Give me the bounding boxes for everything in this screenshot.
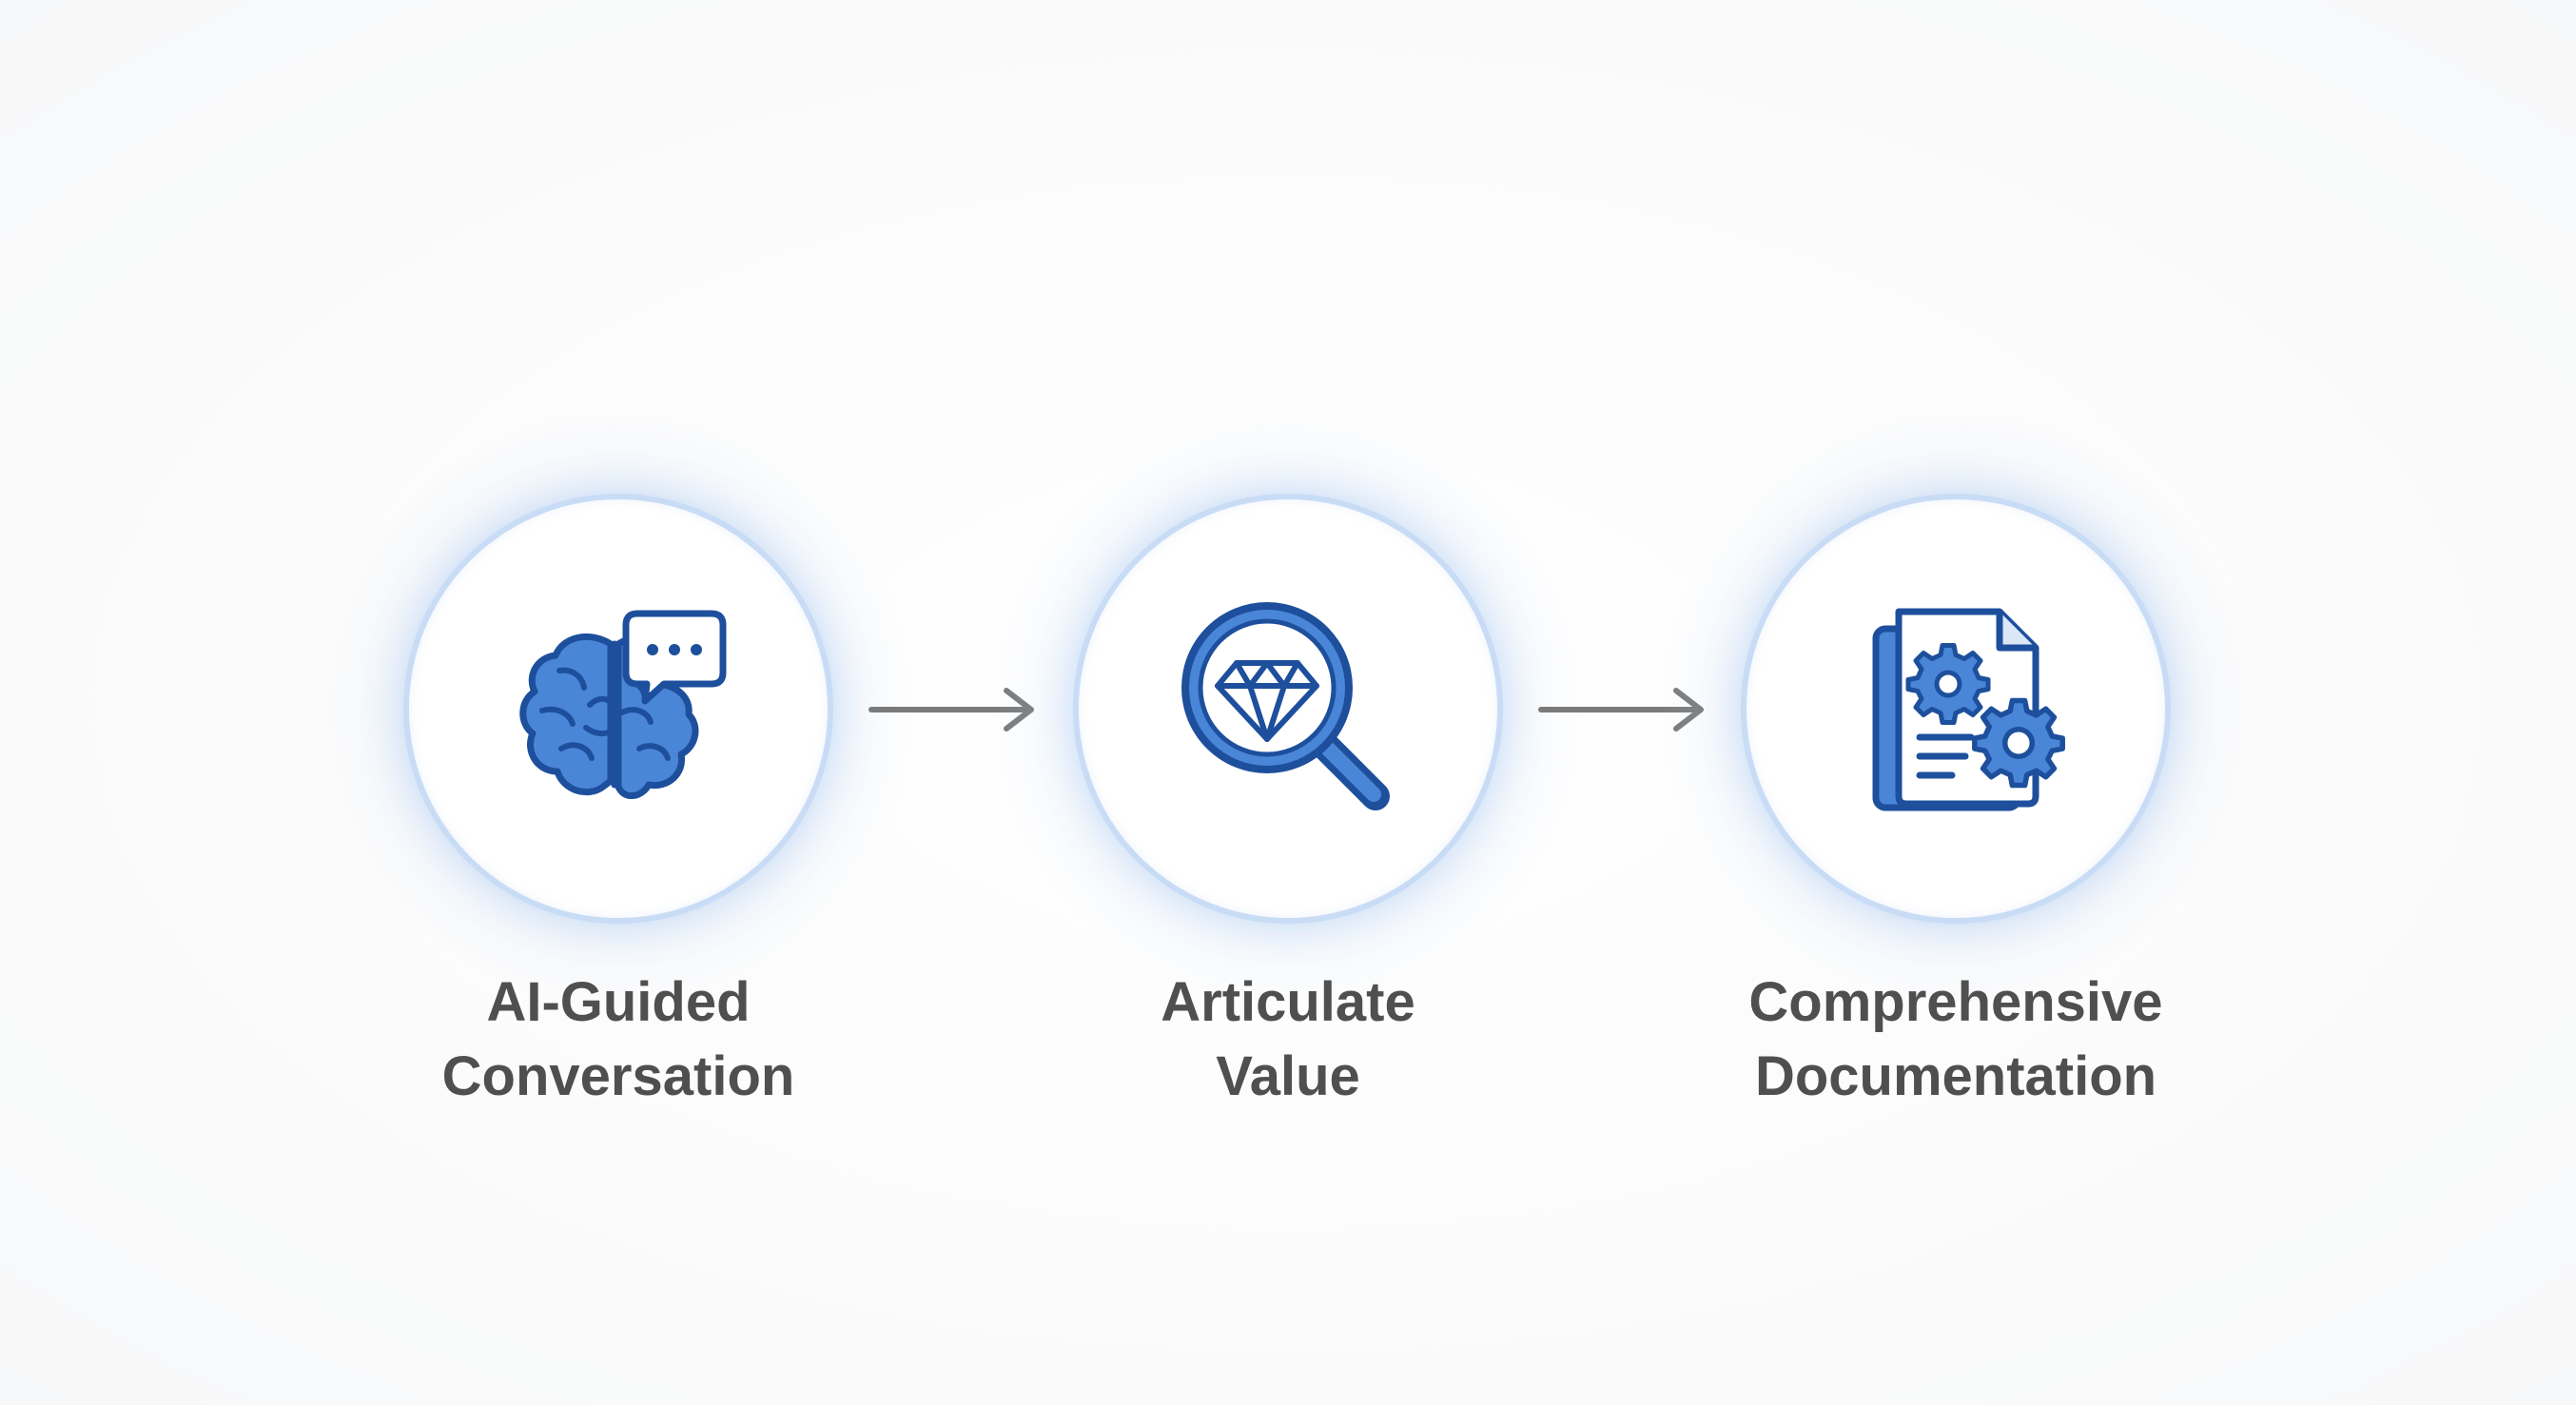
step-circle — [403, 494, 833, 924]
document-gears-icon — [1872, 608, 2065, 811]
step-circle — [1741, 494, 2171, 924]
arrow-right-icon — [868, 688, 1034, 732]
step-label-line2: Conversation — [441, 1045, 795, 1107]
step-label-line2: Value — [1216, 1045, 1360, 1107]
step-label-line1: Comprehensive — [1748, 971, 2163, 1033]
brain-chat-icon — [519, 610, 727, 799]
step-label: Articulate Value — [1022, 966, 1554, 1114]
step-label-line1: Articulate — [1161, 971, 1415, 1033]
step-comprehensive-documentation: Comprehensive Documentation — [1661, 0, 2251, 1405]
step-label: Comprehensive Documentation — [1689, 966, 2222, 1114]
step-ai-guided-conversation: AI-Guided Conversation — [323, 0, 913, 1405]
diamond-magnifier-icon — [1181, 602, 1390, 810]
step-circle — [1073, 494, 1503, 924]
step-articulate-value: Articulate Value — [993, 0, 1583, 1405]
step-label: AI-Guided Conversation — [352, 966, 885, 1114]
step-label-line1: AI-Guided — [486, 971, 751, 1033]
step-label-line2: Documentation — [1754, 1045, 2157, 1107]
arrow-right-icon — [1538, 688, 1704, 732]
